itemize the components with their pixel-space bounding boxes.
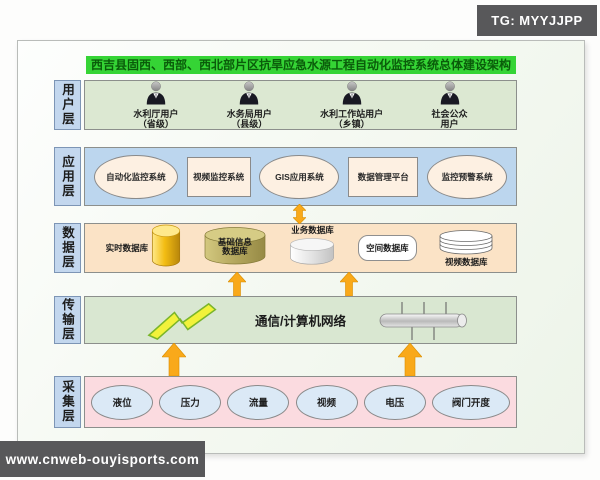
user-name: 社会公众: [431, 108, 468, 119]
collection-layer-band: 液位 压力 流量 视频 电压 阀门开度: [84, 376, 517, 428]
arrow-up-collect-trans-right-icon: [397, 342, 423, 381]
application-layer-band: 自动化监控系统 视频监控系统 GIS应用系统 数据管理平台 监控预警系统: [84, 147, 517, 206]
silver-cylinder-icon: [287, 237, 337, 272]
user-sub: 用户: [440, 118, 459, 129]
app-system-warning: 监控预警系统: [427, 154, 508, 199]
diagram-panel: 西吉县固西、西部、西北部片区抗旱应急水源工程自动化监控系统总体建设架构 用户层 …: [17, 40, 585, 454]
business-person-icon: [144, 80, 168, 110]
gold-cylinder-icon: [150, 224, 182, 272]
layer-label-collection: 采集层: [54, 376, 81, 428]
db-realtime-label: 实时数据库: [105, 243, 149, 253]
user-group: 社会公众 用户: [432, 80, 468, 129]
sensor-video: 视频: [295, 384, 358, 420]
db-spatial: 空间数据库: [358, 235, 417, 261]
user-sub: （县级）: [231, 118, 268, 129]
diagram-title: 西吉县固西、西部、西北部片区抗旱应急水源工程自动化监控系统总体建设架构: [85, 56, 517, 74]
arrow-up-trans-data-left-icon: [227, 271, 247, 301]
user-group: 水务局用户 （县级）: [227, 80, 272, 129]
sensor-level: 液位: [91, 384, 154, 420]
db-realtime: 实时数据库: [106, 224, 183, 272]
layer-label-application: 应用层: [54, 147, 81, 206]
arrow-up-collect-trans-left-icon: [161, 342, 187, 381]
app-system-gis: GIS应用系统: [259, 154, 340, 199]
db-business-label: 业务数据库: [291, 225, 334, 235]
db-business: 业务数据库: [287, 224, 337, 272]
business-person-icon: [237, 80, 261, 110]
arrow-up-trans-data-right-icon: [339, 271, 359, 301]
app-system-video: 视频监控系统: [186, 156, 251, 197]
business-person-icon: [340, 80, 364, 110]
layer-label-transmission: 传输层: [54, 296, 81, 344]
olive-cylinder-icon: [203, 226, 267, 270]
sensor-valve: 阀门开度: [431, 384, 510, 420]
user-name: 水务局用户: [226, 108, 272, 119]
user-sub: （省级）: [137, 118, 174, 129]
sensor-pressure: 压力: [159, 384, 222, 420]
app-system-automation: 自动化监控系统: [93, 154, 178, 199]
transmission-layer-band: 通信/计算机网络: [84, 296, 517, 344]
user-layer-band: 水利厅用户 （省级） 水务局用户 （县级）: [84, 80, 517, 130]
watermark-bottom-left: www.cnweb-ouyisports.com: [0, 441, 205, 477]
user-name: 水利工作站用户: [320, 108, 384, 119]
data-layer-band: 实时数据库 基础信息 数据库: [84, 223, 517, 273]
disc-stack-icon: [437, 229, 495, 260]
db-video-label: 视频数据库: [445, 256, 488, 267]
sensor-voltage: 电压: [363, 384, 426, 420]
arrow-double-app-data-icon: [292, 203, 307, 229]
sensor-flow: 流量: [227, 384, 290, 420]
db-video: 视频数据库: [437, 229, 495, 268]
user-name: 水利厅用户: [133, 108, 179, 119]
user-group: 水利厅用户 （省级）: [133, 80, 178, 129]
layer-label-data: 数据层: [54, 223, 81, 273]
network-label: 通信/计算机网络: [255, 314, 346, 329]
app-system-data-mgmt: 数据管理平台: [348, 156, 419, 197]
user-sub: （乡镇）: [333, 118, 370, 129]
user-group: 水利工作站用户 （乡镇）: [320, 80, 383, 129]
network-pipe-icon: [378, 300, 470, 347]
lightning-icon: [147, 302, 221, 345]
watermark-top-right: TG: MYYJJPP: [477, 5, 597, 36]
business-person-icon: [438, 80, 462, 110]
db-basic-info: 基础信息 数据库: [203, 226, 267, 271]
db-basic-info-label: 基础信息 数据库: [217, 236, 252, 257]
layer-label-user: 用户层: [54, 80, 81, 130]
